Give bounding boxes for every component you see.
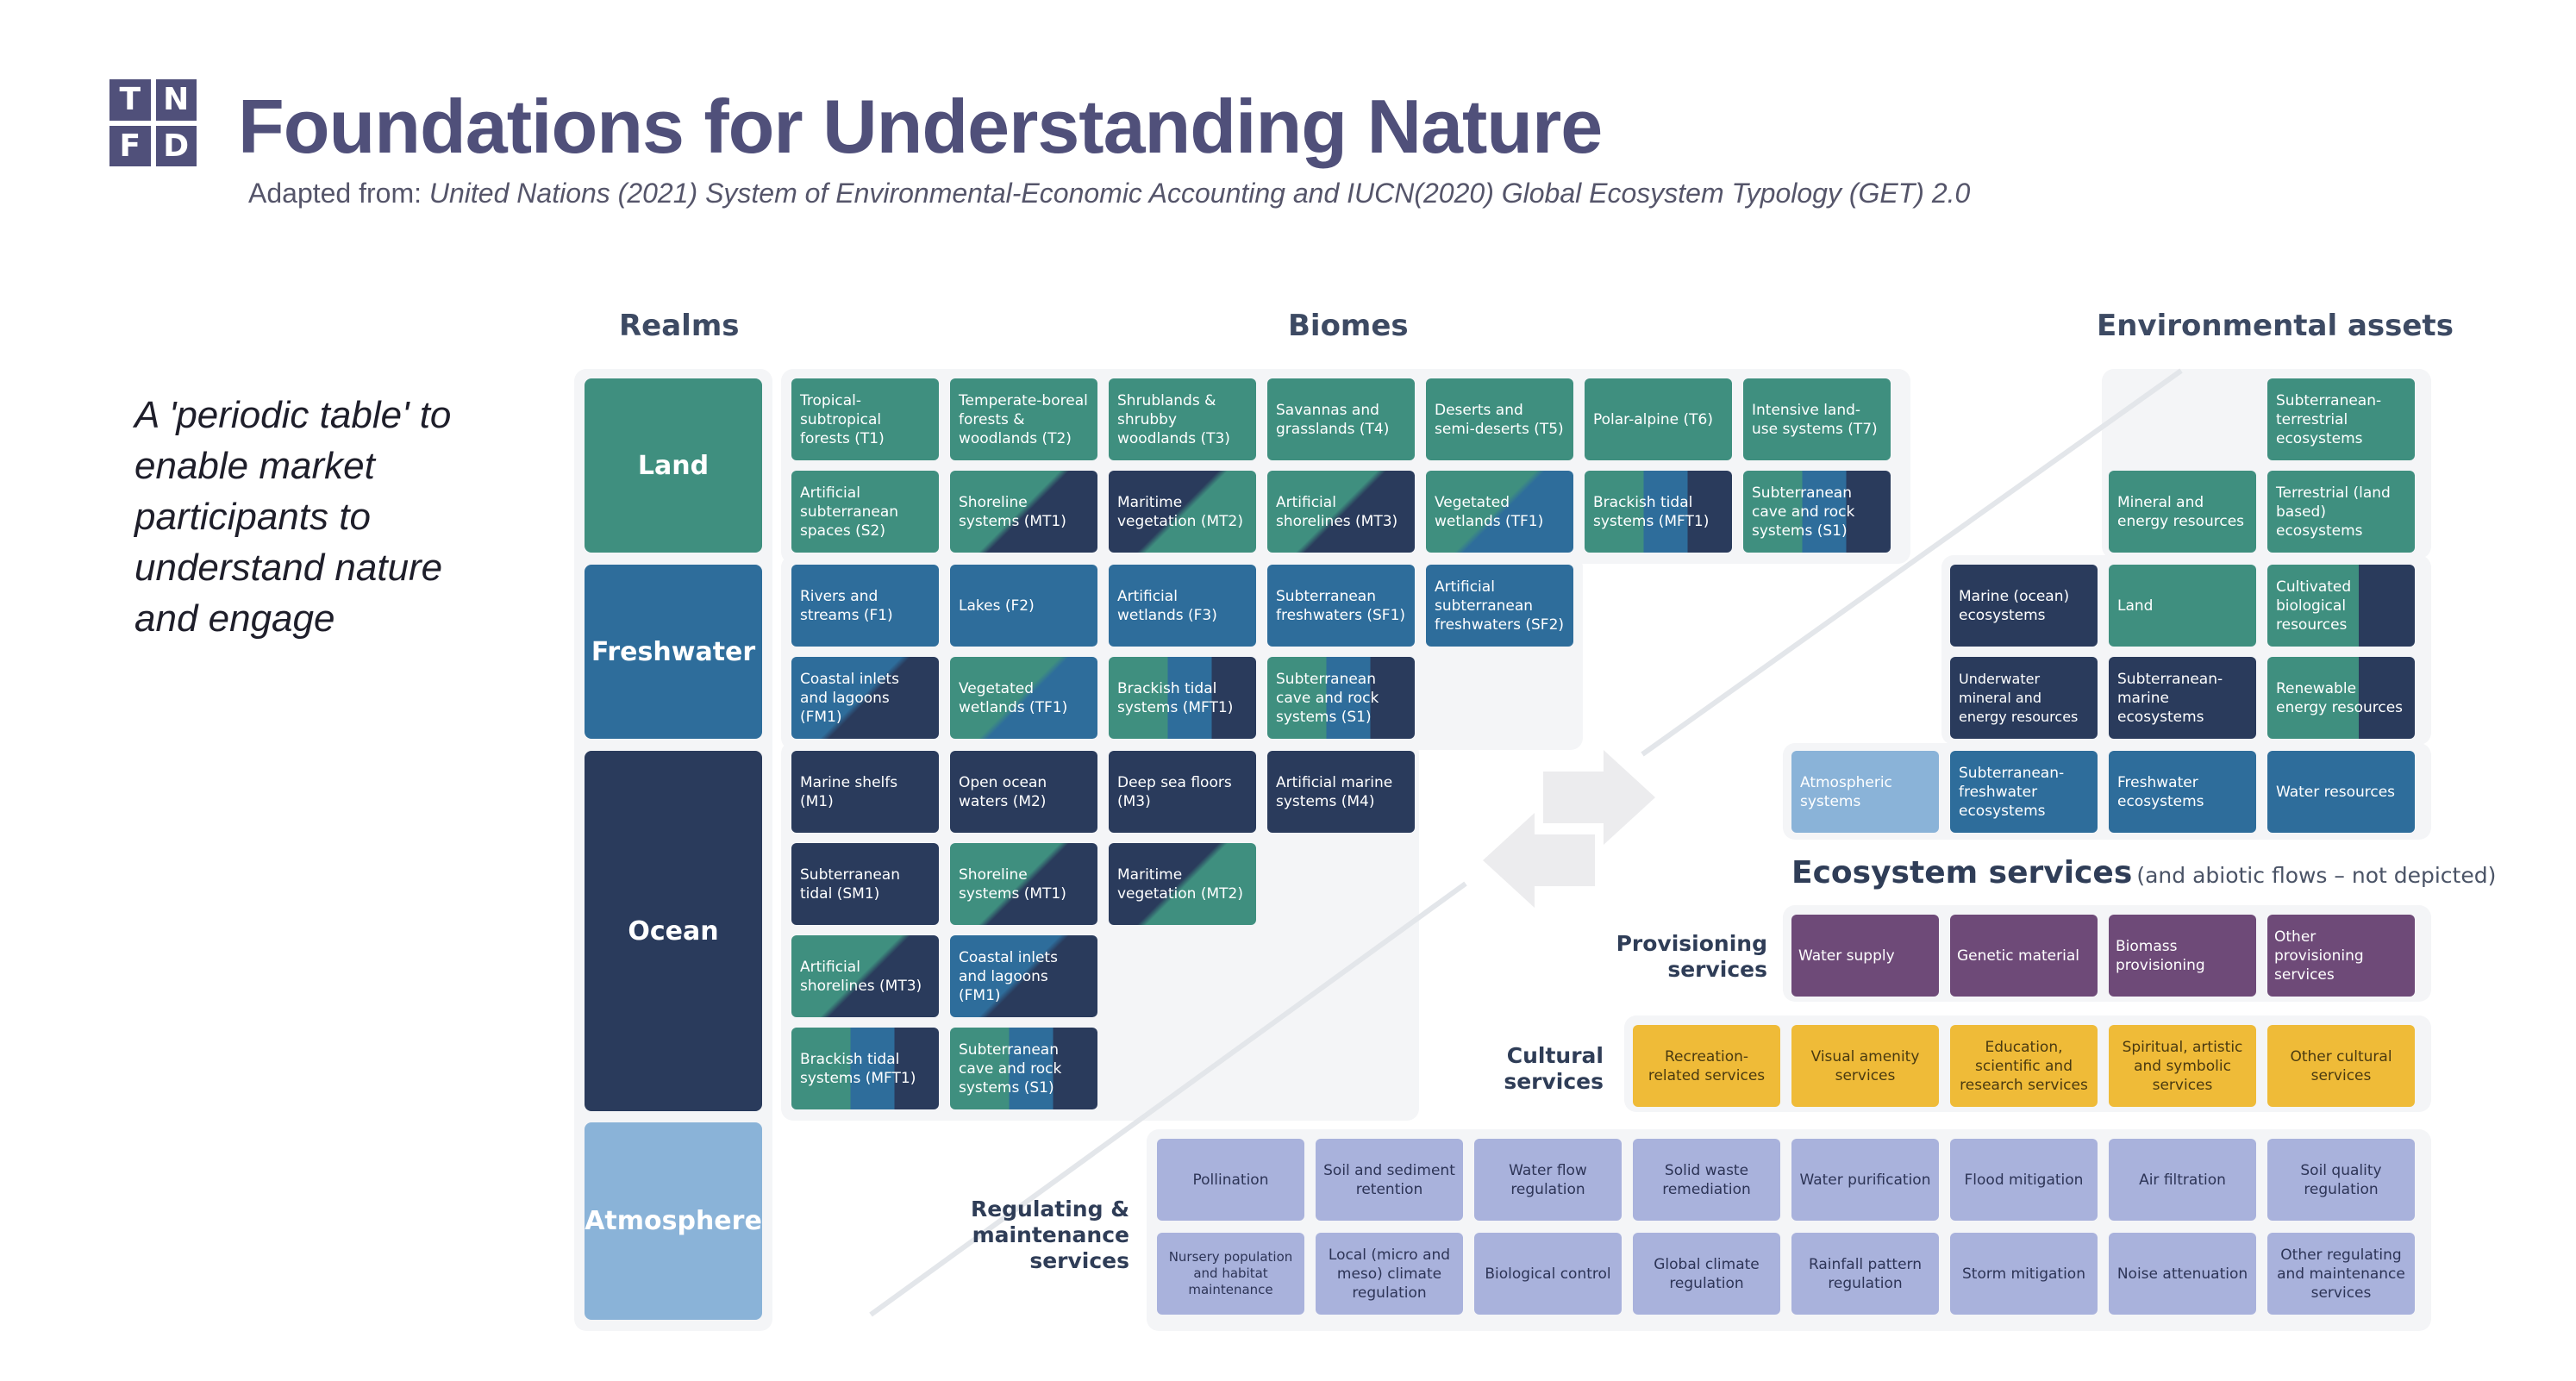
- biome-tile: Subterranean cave and rock systems (S1): [950, 1028, 1097, 1109]
- logo-letter: T: [109, 79, 151, 121]
- biome-tile: Rivers and streams (F1): [791, 565, 939, 647]
- biome-tile: Vegetated wetlands (TF1): [950, 657, 1097, 739]
- regulating-service: Biological control: [1474, 1233, 1622, 1315]
- biome-tile: Brackish tidal systems (MFT1): [791, 1028, 939, 1109]
- regulating-label: Regulating & maintenance services: [970, 1197, 1129, 1273]
- regulating-service: Global climate regulation: [1633, 1233, 1780, 1315]
- regulating-service: Flood mitigation: [1950, 1139, 2098, 1221]
- biome-tile: Artificial marine systems (M4): [1267, 751, 1415, 833]
- regulating-service: Noise attenuation: [2109, 1233, 2256, 1315]
- asset-tile: Water resources: [2267, 751, 2415, 833]
- biome-tile: Tropical-subtropical forests (T1): [791, 378, 939, 460]
- biome-tile: Intensive land-use systems (T7): [1743, 378, 1891, 460]
- biome-tile: Subterranean cave and rock systems (S1): [1743, 471, 1891, 553]
- biome-tile: Artificial subterranean spaces (S2): [791, 471, 939, 553]
- biome-tile: Open ocean waters (M2): [950, 751, 1097, 833]
- asset-tile: Cultivated biological resources: [2267, 565, 2415, 647]
- biome-tile: Maritime vegetation (MT2): [1109, 471, 1256, 553]
- asset-tile: Subterranean-marine ecosystems: [2109, 657, 2256, 739]
- asset-tile: Mineral and energy resources: [2109, 471, 2256, 553]
- biome-tile: Brackish tidal systems (MFT1): [1109, 657, 1256, 739]
- biome-tile: Polar-alpine (T6): [1585, 378, 1732, 460]
- realms-heading: Realms: [619, 309, 740, 343]
- regulating-service: Nursery population and habitat maintenan…: [1157, 1233, 1304, 1315]
- regulating-service: Water purification: [1791, 1139, 1939, 1221]
- regulating-service: Other regulating and maintenance service…: [2267, 1233, 2415, 1315]
- regulating-service: Air filtration: [2109, 1139, 2256, 1221]
- provisioning-service: Biomass provisioning: [2109, 915, 2256, 997]
- asset-tile: Subterranean-terrestrial ecosystems: [2267, 378, 2415, 460]
- regulating-service: Local (micro and meso) climate regulatio…: [1316, 1233, 1463, 1315]
- biome-tile: Deserts and semi-deserts (T5): [1426, 378, 1573, 460]
- asset-tile: Subterranean-freshwater ecosystems: [1950, 751, 2098, 833]
- provisioning-service: Water supply: [1791, 915, 1939, 997]
- subtitle-prefix: Adapted from:: [248, 178, 429, 209]
- biome-tile: Maritime vegetation (MT2): [1109, 843, 1256, 925]
- biome-tile: Coastal inlets and lagoons (FM1): [950, 935, 1097, 1017]
- logo-letter: D: [155, 125, 197, 166]
- provisioning-service: Other provisioning services: [2267, 915, 2415, 997]
- biome-tile: Vegetated wetlands (TF1): [1426, 471, 1573, 553]
- cultural-service: Spiritual, artistic and symbolic service…: [2109, 1025, 2256, 1107]
- page-title: Foundations for Understanding Nature: [238, 84, 1603, 169]
- biome-tile: Artificial shorelines (MT3): [1267, 471, 1415, 553]
- biome-tile: Shoreline systems (MT1): [950, 471, 1097, 553]
- biome-tile: Lakes (F2): [950, 565, 1097, 647]
- biome-tile: Artificial subterranean freshwaters (SF2…: [1426, 565, 1573, 647]
- realm-freshwater: Freshwater: [585, 565, 762, 739]
- ecosystem-services-subtitle: (and abiotic flows – not depicted): [2136, 863, 2497, 888]
- regulating-service: Soil and sediment retention: [1316, 1139, 1463, 1221]
- regulating-service: Rainfall pattern regulation: [1791, 1233, 1939, 1315]
- provisioning-label: Provisioning services: [1616, 931, 1767, 982]
- page-subtitle: Adapted from: United Nations (2021) Syst…: [248, 178, 1970, 209]
- biome-tile: Marine shelfs (M1): [791, 751, 939, 833]
- regulating-service: Storm mitigation: [1950, 1233, 2098, 1315]
- tnfd-logo: T N F D: [109, 79, 197, 166]
- asset-tile: Terrestrial (land based) ecosystems: [2267, 471, 2415, 553]
- asset-tile: Land: [2109, 565, 2256, 647]
- biome-tile: Subterranean tidal (SM1): [791, 843, 939, 925]
- asset-tile: Underwater mineral and energy resources: [1950, 657, 2098, 739]
- regulating-service: Soil quality regulation: [2267, 1139, 2415, 1221]
- biome-tile: Subterranean cave and rock systems (S1): [1267, 657, 1415, 739]
- regulating-service: Solid waste remediation: [1633, 1139, 1780, 1221]
- biome-tile: Deep sea floors (M3): [1109, 751, 1256, 833]
- biome-tile: Brackish tidal systems (MFT1): [1585, 471, 1732, 553]
- regulating-service: Pollination: [1157, 1139, 1304, 1221]
- biome-tile: Coastal inlets and lagoons (FM1): [791, 657, 939, 739]
- biome-tile: Subterranean freshwaters (SF1): [1267, 565, 1415, 647]
- logo-letter: F: [109, 125, 151, 166]
- cultural-service: Education, scientific and research servi…: [1950, 1025, 2098, 1107]
- biome-tile: Artificial shorelines (MT3): [791, 935, 939, 1017]
- subtitle-source: United Nations (2021) System of Environm…: [428, 178, 1971, 209]
- cultural-service: Other cultural services: [2267, 1025, 2415, 1107]
- realm-atmosphere: Atmosphere: [585, 1122, 762, 1320]
- biome-tile: Temperate-boreal forests & woodlands (T2…: [950, 378, 1097, 460]
- realm-ocean: Ocean: [585, 751, 762, 1111]
- cultural-service: Visual amenity services: [1791, 1025, 1939, 1107]
- asset-tile: Marine (ocean) ecosystems: [1950, 565, 2098, 647]
- asset-tile: Renewable energy resources: [2267, 657, 2415, 739]
- biome-tile: Savannas and grasslands (T4): [1267, 378, 1415, 460]
- asset-tile: Freshwater ecosystems: [2109, 751, 2256, 833]
- biome-tile: Shrublands & shrubby woodlands (T3): [1109, 378, 1256, 460]
- biomes-heading: Biomes: [1288, 309, 1409, 343]
- regulating-service: Water flow regulation: [1474, 1139, 1622, 1221]
- cultural-label: Cultural services: [1504, 1043, 1604, 1094]
- biome-tile: Shoreline systems (MT1): [950, 843, 1097, 925]
- realm-land: Land: [585, 378, 762, 553]
- provisioning-service: Genetic material: [1950, 915, 2098, 997]
- logo-letter: N: [155, 79, 197, 121]
- cultural-service: Recreation-related services: [1633, 1025, 1780, 1107]
- asset-tile: Atmospheric systems: [1791, 751, 1939, 833]
- ecosystem-services-title: Ecosystem services: [1791, 855, 2133, 890]
- tagline: A 'periodic table' to enable market part…: [134, 394, 452, 640]
- environmental-assets-heading: Environmental assets: [2097, 309, 2454, 343]
- ecosystem-services-heading: Ecosystem services (and abiotic flows – …: [1791, 855, 2496, 890]
- biome-tile: Artificial wetlands (F3): [1109, 565, 1256, 647]
